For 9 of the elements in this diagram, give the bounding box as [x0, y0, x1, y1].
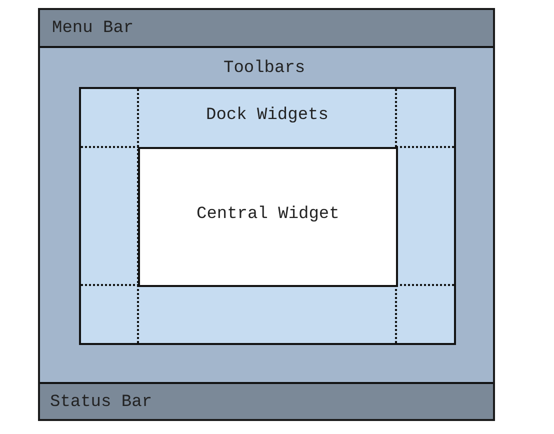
dock-area-label: Dock Widgets	[206, 106, 328, 126]
status-bar-label: Status Bar	[50, 393, 152, 413]
dock-area	[79, 87, 456, 345]
central-widget-label: Central Widget	[196, 205, 340, 225]
menu-bar-label: Menu Bar	[52, 19, 134, 39]
status-bar	[40, 382, 493, 419]
toolbar-area-label: Toolbars	[224, 59, 306, 79]
menu-bar	[40, 10, 493, 48]
central-widget-area	[138, 147, 398, 287]
